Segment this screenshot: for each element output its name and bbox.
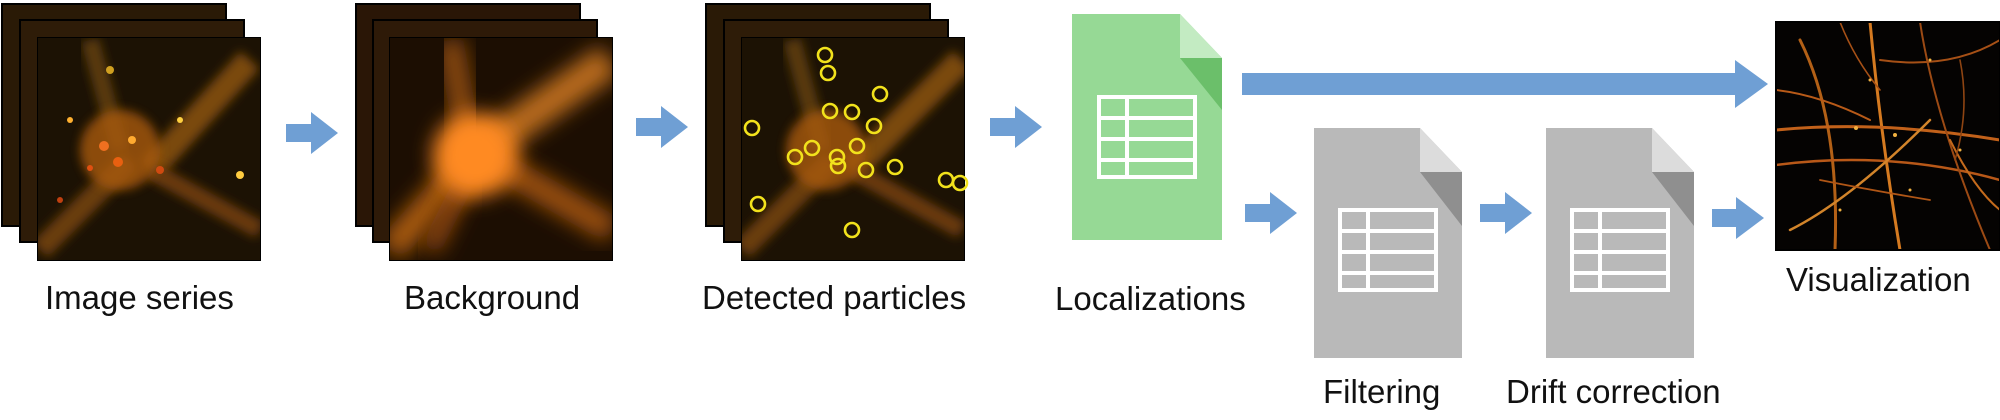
visualization-image <box>1775 21 2000 251</box>
drift-correction-document-icon <box>1546 128 1694 358</box>
label-visualization: Visualization <box>1786 261 1971 298</box>
flow-arrow-3 <box>990 106 1042 148</box>
flow-arrow-to-filtering <box>1245 192 1297 234</box>
label-detected-particles: Detected particles <box>702 279 967 316</box>
image-series-frame <box>38 38 260 260</box>
filtering-document-icon <box>1314 128 1462 358</box>
flow-arrow-2 <box>636 106 688 148</box>
particle-markers <box>743 46 969 239</box>
flow-arrow-to-visualization <box>1712 197 1764 239</box>
label-localizations: Localizations <box>1055 280 1246 317</box>
label-background: Background <box>404 279 581 316</box>
detected-particles-frame <box>742 38 964 260</box>
flow-arrow-to-drift-correction <box>1480 192 1532 234</box>
long-arrow-to-visualization <box>1242 60 1768 108</box>
image-series-stack <box>1 3 261 261</box>
label-drift-correction: Drift correction <box>1506 373 1721 410</box>
background-stack <box>355 3 613 261</box>
localizations-document-icon <box>1072 14 1222 240</box>
detected-particles-stack <box>705 3 969 261</box>
background-frame <box>390 38 612 260</box>
label-image-series: Image series <box>45 279 234 316</box>
flow-arrow-1 <box>286 112 338 154</box>
label-filtering: Filtering <box>1323 373 1441 410</box>
